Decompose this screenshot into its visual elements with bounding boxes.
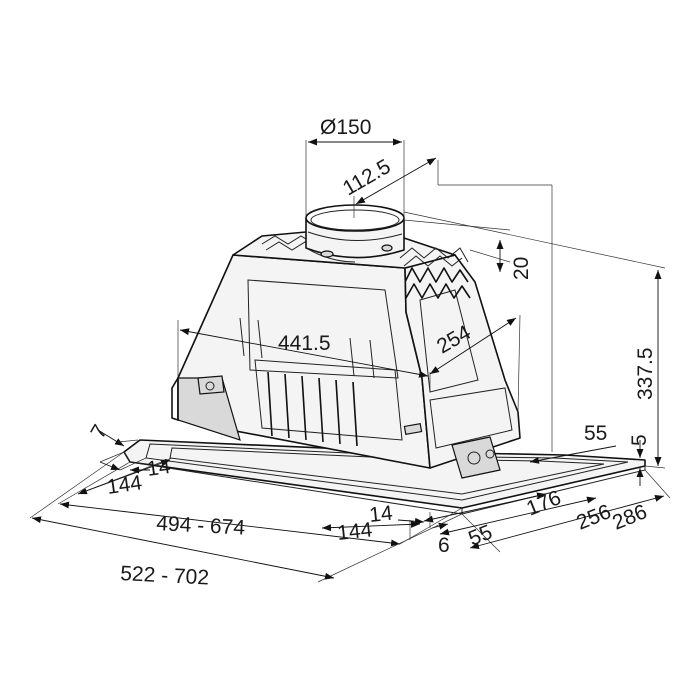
label-left-7: 7 (86, 421, 112, 443)
dimension-lines (29, 138, 671, 583)
label-frame-thickness: 5 (628, 434, 651, 446)
dimension-labels: Ø150 112.5 20 337.5 441.5 254 5 55 176 2… (86, 116, 657, 590)
label-small-6: 6 (438, 534, 450, 557)
label-depth-286: 286 (609, 500, 650, 534)
control-block (451, 436, 501, 479)
label-body-width: 441.5 (278, 332, 331, 355)
label-left-14: 14 (145, 455, 172, 481)
duct-collar (305, 204, 405, 263)
top-grille (261, 235, 471, 299)
label-front-14: 14 (368, 502, 394, 527)
label-depth-256: 256 (573, 500, 614, 534)
label-rear-offset: 55 (584, 422, 607, 445)
label-total-height: 337.5 (634, 347, 657, 400)
label-left-144: 144 (105, 471, 143, 499)
label-duct-offset: 112.5 (339, 155, 395, 200)
label-duct-height: 20 (510, 257, 533, 280)
label-width-range-outer: 522 - 702 (120, 562, 210, 590)
hood-body (171, 231, 521, 479)
label-front-offset: 55 (465, 521, 495, 551)
label-width-range-inner: 494 - 674 (156, 512, 246, 540)
label-duct-diameter: Ø150 (320, 116, 371, 139)
label-front-144: 144 (336, 518, 374, 545)
